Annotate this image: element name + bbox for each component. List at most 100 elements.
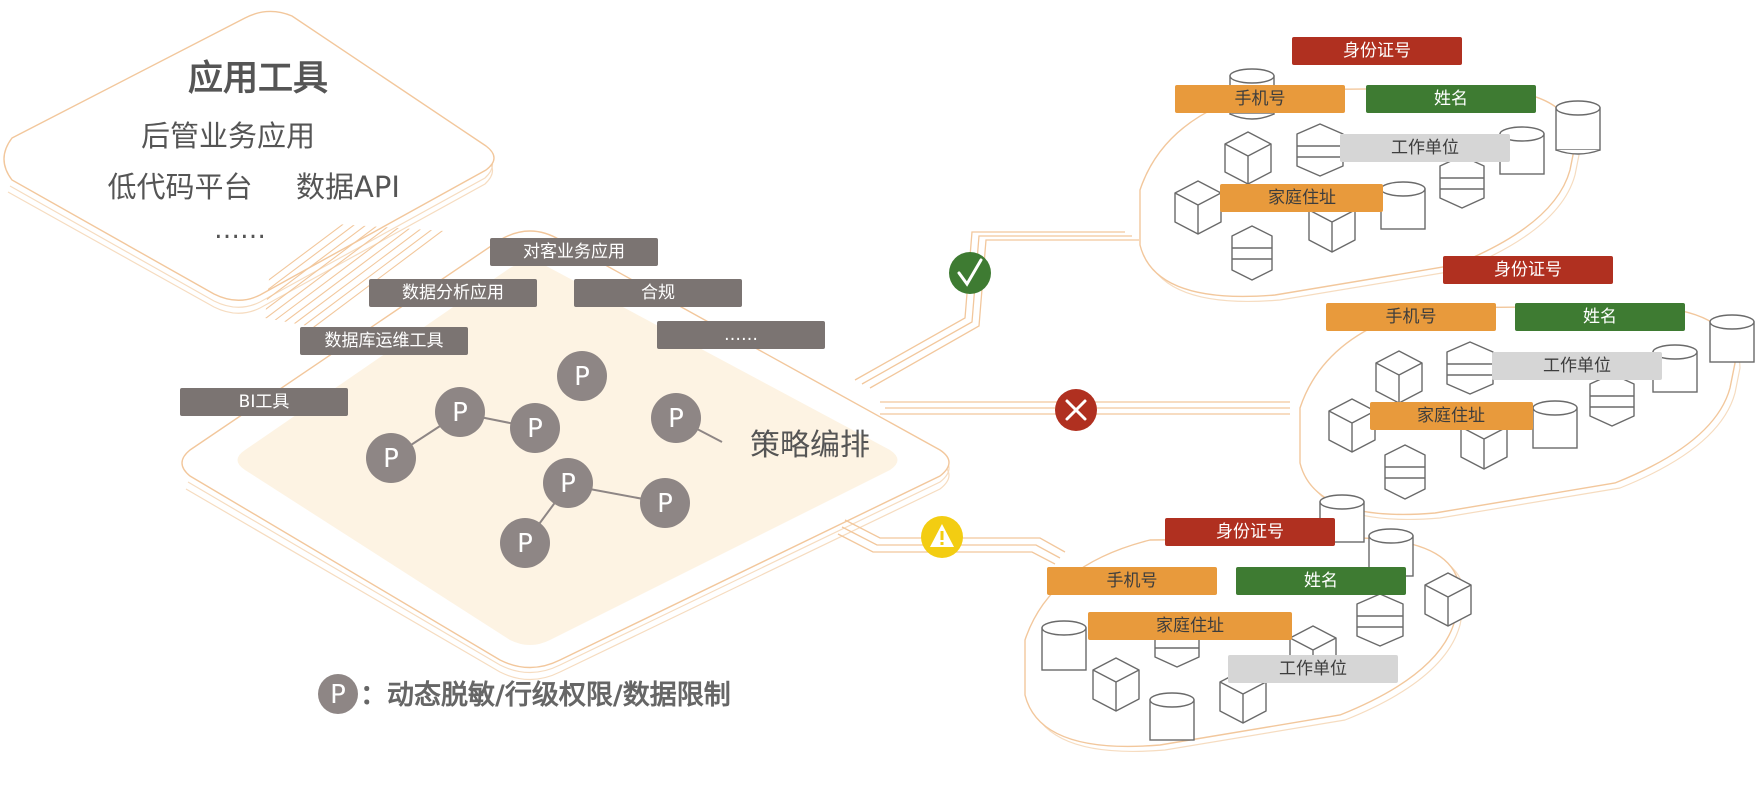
app-tag-analytics-label: 数据分析应用 [402,283,504,303]
app-tag-customer [490,238,658,266]
policy-node: P [651,393,701,443]
legend: P ：动态脱敏/行级权限/数据限制 [318,674,731,714]
app-tag-more [657,321,825,349]
svg-text:P: P [657,489,673,519]
status-denied [1055,389,1097,431]
tools-platform: 应用工具 后管业务应用 低代码平台 数据API …… [3,10,495,314]
policy-node: P [543,458,593,508]
svg-text:手机号: 手机号 [1107,571,1158,591]
database-stack-icon [1384,444,1426,500]
database-cylinder-icon [1380,181,1426,230]
svg-text:家庭住址: 家庭住址 [1417,406,1485,426]
svg-text:身份证号: 身份证号 [1343,41,1411,61]
svg-text:姓名: 姓名 [1304,571,1338,591]
field-tag-id-card [1443,256,1613,284]
policy-node: P [500,518,550,568]
tools-line-more: …… [214,215,266,245]
svg-text:身份证号: 身份证号 [1494,260,1562,280]
svg-text:工作单位: 工作单位 [1543,356,1611,376]
svg-text:工作单位: 工作单位 [1279,659,1347,679]
field-tag-name [1366,85,1536,113]
field-tag-work-unit [1340,134,1510,162]
legend-p-node [318,674,358,714]
app-tag-bi [180,388,348,416]
database-cube-icon [1224,131,1272,185]
field-tag-home-address [1220,184,1383,212]
app-tag-compliance [574,279,742,307]
svg-text:工作单位: 工作单位 [1391,138,1459,158]
check-icon [949,252,991,294]
database-stack-icon [1356,593,1404,647]
field-tag-work-unit [1228,655,1398,683]
svg-text:P: P [560,469,576,499]
app-tag-analytics [369,279,537,307]
tools-line-lowcode: 低代码平台 [107,170,252,204]
policy-node: P [557,351,607,401]
database-cylinder-icon [1555,100,1601,155]
policy-node: P [435,387,485,437]
database-cylinder-icon [1709,314,1755,363]
svg-text:手机号: 手机号 [1386,307,1437,327]
app-tag-compliance-label: 合规 [641,283,675,303]
field-tag-name [1236,567,1406,595]
field-tag-home-address [1370,402,1533,430]
svg-text:P: P [668,404,684,434]
db-cluster-denied: 身份证号 手机号 姓名 工作单位 家庭住址 [1299,256,1755,521]
field-tag-home-address [1088,612,1292,640]
database-cube-icon [1092,657,1140,712]
svg-text:P: P [517,529,533,559]
svg-text:姓名: 姓名 [1583,307,1617,327]
svg-text:手机号: 手机号 [1235,89,1286,109]
svg-text:P: P [383,444,399,474]
db-icons [1041,494,1472,741]
svg-text:P: P [574,362,590,392]
database-cube-icon [1174,180,1222,235]
field-tag-id-card [1292,37,1462,65]
status-warning [921,516,963,558]
app-tag-dbops [300,327,468,355]
database-cube-icon [1375,350,1423,404]
legend-symbol: P [330,680,346,710]
field-tag-name [1515,303,1685,331]
db-icons [1174,68,1601,281]
app-tag-dbops-label: 数据库运维工具 [325,331,444,351]
legend-text: ：动态脱敏/行级权限/数据限制 [360,679,731,711]
svg-text:姓名: 姓名 [1434,89,1468,109]
app-tag-more-label: …… [724,325,758,345]
policy-node: P [640,478,690,528]
database-cylinder-icon [1041,620,1087,671]
svg-text:P: P [452,398,468,428]
field-tag-phone [1047,567,1217,595]
policy-node: P [366,433,416,483]
database-stack-icon [1439,155,1485,209]
database-cylinder-icon [1149,692,1195,741]
database-cylinder-icon [1532,400,1578,449]
field-tag-id-card [1165,518,1335,546]
policy-orchestration-label: 策略编排 [750,428,870,463]
database-stack-icon [1296,123,1344,177]
tools-title: 应用工具 [188,58,328,99]
svg-text:家庭住址: 家庭住址 [1156,616,1224,636]
field-tag-work-unit [1492,352,1662,380]
projection-hatch [265,220,460,330]
svg-text:P: P [527,414,543,444]
field-tag-phone [1326,303,1496,331]
database-stack-icon [1589,373,1635,427]
policy-nodes: P P P P P P P P [366,351,701,568]
db-cluster-allowed: 身份证号 手机号 姓名 工作单位 家庭住址 [1139,37,1601,303]
tools-line-api: 数据API [296,170,400,204]
policy-node: P [510,403,560,453]
app-tag-bi-label: BI工具 [239,392,290,412]
app-tag-customer-label: 对客业务应用 [523,242,625,262]
database-cube-icon [1424,572,1472,627]
db-cluster-warning: 身份证号 手机号 姓名 家庭住址 工作单位 [1024,494,1472,753]
database-cube-icon [1328,398,1376,453]
svg-text:身份证号: 身份证号 [1216,522,1284,542]
database-stack-icon [1231,225,1273,281]
app-tags: 对客业务应用 数据分析应用 合规 数据库运维工具 …… BI工具 [180,238,825,416]
svg-text:家庭住址: 家庭住址 [1268,188,1336,208]
field-tag-phone [1175,85,1345,113]
database-stack-icon [1446,341,1494,395]
tools-line-backoffice: 后管业务应用 [141,119,315,153]
